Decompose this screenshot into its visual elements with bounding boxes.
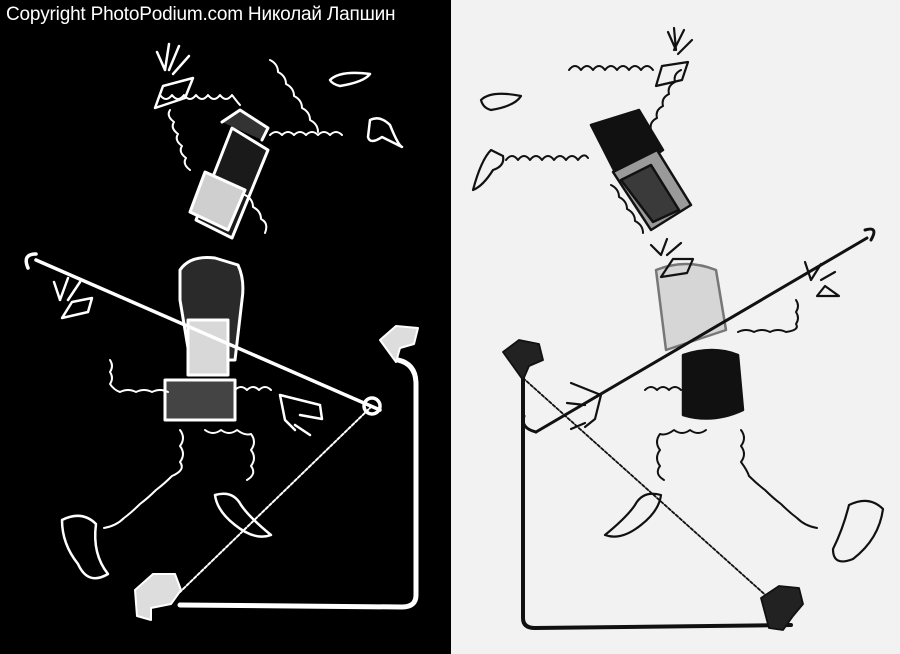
watermark-text: Copyright PhotoPodium.com Николай Лапшин (6, 4, 396, 25)
wire-feet (60, 71, 404, 580)
wire-figure-negative (24, 42, 419, 621)
wire-hands (52, 42, 324, 437)
wire-hands (565, 26, 841, 431)
lower-vacuum-tube (163, 256, 245, 422)
metal-frame (502, 339, 804, 631)
lower-vacuum-tube (654, 262, 745, 420)
bow-rod (521, 227, 876, 601)
coil-springs (505, 65, 818, 529)
metal-frame (134, 325, 419, 621)
panel-positive-image (451, 0, 900, 654)
wire-figure-positive (471, 26, 885, 631)
upper-vacuum-tube (589, 108, 693, 232)
wire-feet (471, 92, 885, 563)
panel-negative-image: Copyright PhotoPodium.com Николай Лапшин (0, 0, 451, 654)
coil-springs (103, 59, 343, 529)
bow-rod (24, 252, 382, 593)
upper-vacuum-tube (188, 108, 270, 240)
